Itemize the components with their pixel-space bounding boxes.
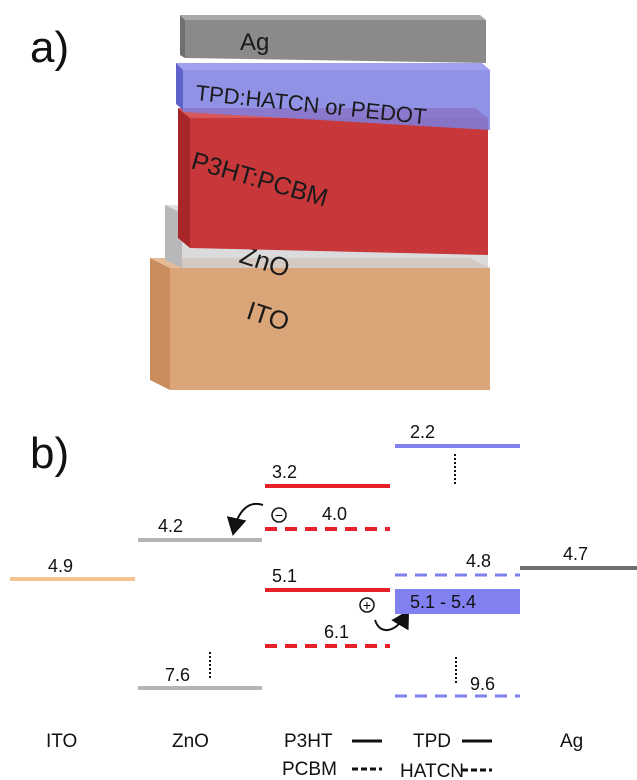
zno-vb-value: 7.6: [165, 665, 190, 685]
device-stack: ITO ZnO P3HT:PCBM TPD:HATCN or PEDOT: [150, 15, 490, 390]
p3ht-lumo-value: 3.2: [272, 462, 297, 482]
layer-ag-label: Ag: [240, 29, 269, 56]
material-tpd: TPD: [413, 731, 451, 752]
tpd-lumo-value: 2.2: [410, 422, 435, 442]
material-zno: ZnO: [172, 731, 209, 752]
hole-symbol: [359, 597, 375, 613]
material-pcbm: PCBM: [282, 759, 337, 780]
hole-transfer-arrow: [374, 609, 410, 631]
ito-level-value: 4.9: [48, 556, 73, 576]
hatcn-level-value: 4.8: [466, 551, 491, 571]
p3ht-homo-value: 5.1: [272, 566, 297, 586]
material-ag: Ag: [560, 731, 583, 752]
pcbm-homo-value: 6.1: [324, 622, 349, 642]
electron-transfer-arrow: [226, 502, 264, 536]
electron-sign: −: [275, 507, 283, 523]
material-ito: ITO: [46, 731, 77, 752]
layer-active: P3HT:PCBM: [178, 108, 488, 255]
hole-sign: +: [363, 597, 371, 613]
material-hatcn: HATCN: [400, 761, 464, 780]
tpd-homo-band: [395, 589, 520, 614]
tpd-homo-band-value: 5.1 - 5.4: [410, 592, 476, 612]
panel-a-label: a): [30, 23, 69, 72]
panel-b-label: b): [30, 429, 69, 478]
electron-symbol: [271, 507, 287, 523]
layer-ito: ITO: [150, 258, 490, 390]
material-p3ht: P3HT: [284, 731, 333, 752]
energy-diagram: 4.9 4.2 7.6 3.2 4.0 5.1 6.1 − + 2.2 4.8 …: [10, 422, 637, 780]
ag-level-value: 4.7: [563, 544, 588, 564]
pcbm-lumo-value: 4.0: [322, 504, 347, 524]
hatcn-low-value: 9.6: [470, 674, 495, 694]
zno-cb-value: 4.2: [158, 516, 183, 536]
layer-ag: Ag: [180, 15, 486, 63]
